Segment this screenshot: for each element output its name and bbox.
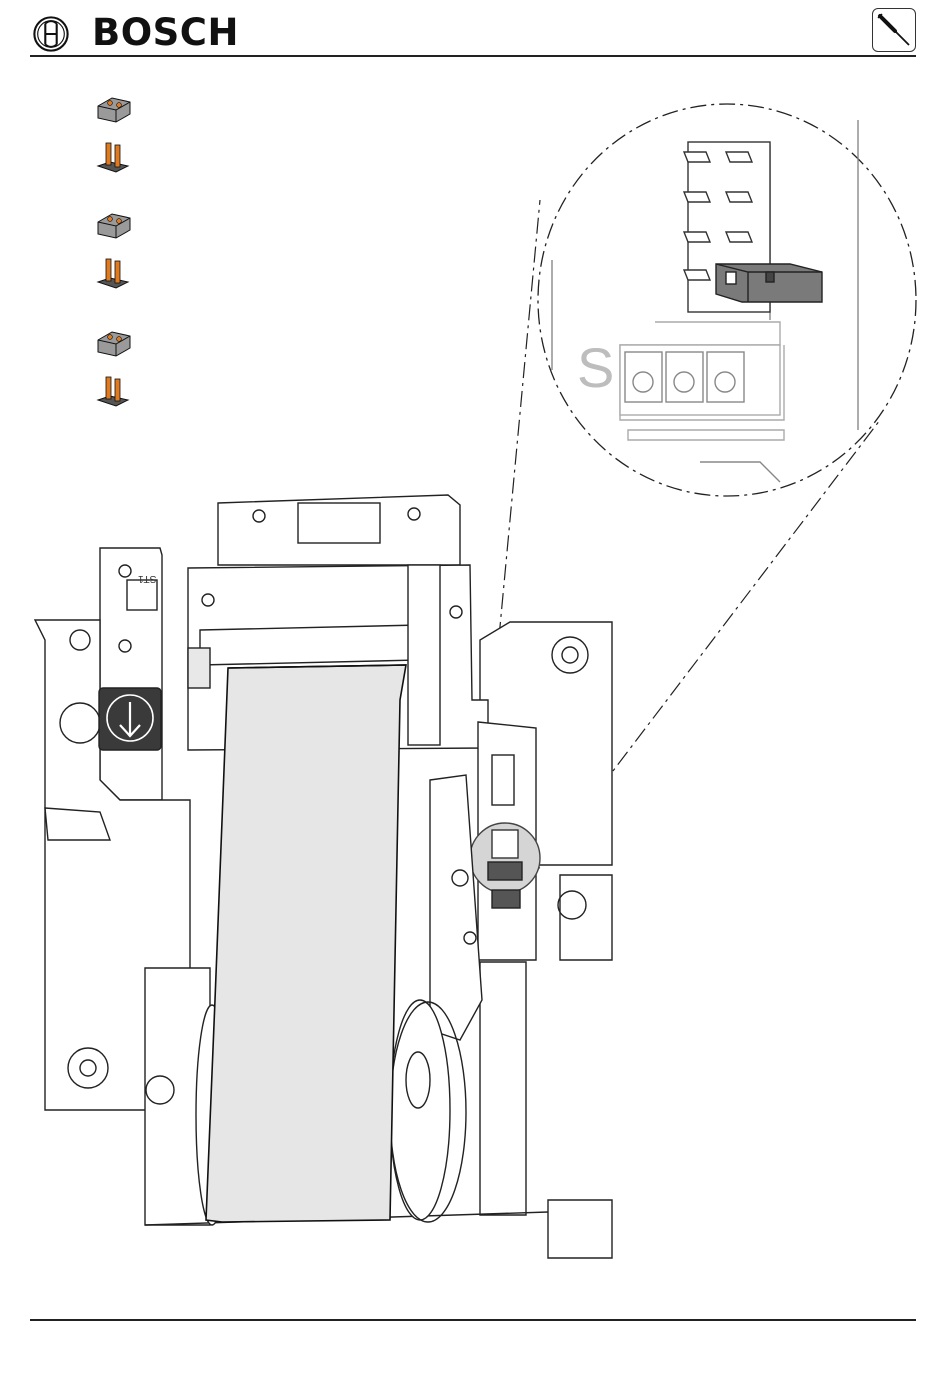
- board-label: ST1: [138, 573, 156, 584]
- belt: [206, 665, 406, 1222]
- footer-rule: [30, 1319, 916, 1321]
- connector-label: S: [577, 340, 614, 396]
